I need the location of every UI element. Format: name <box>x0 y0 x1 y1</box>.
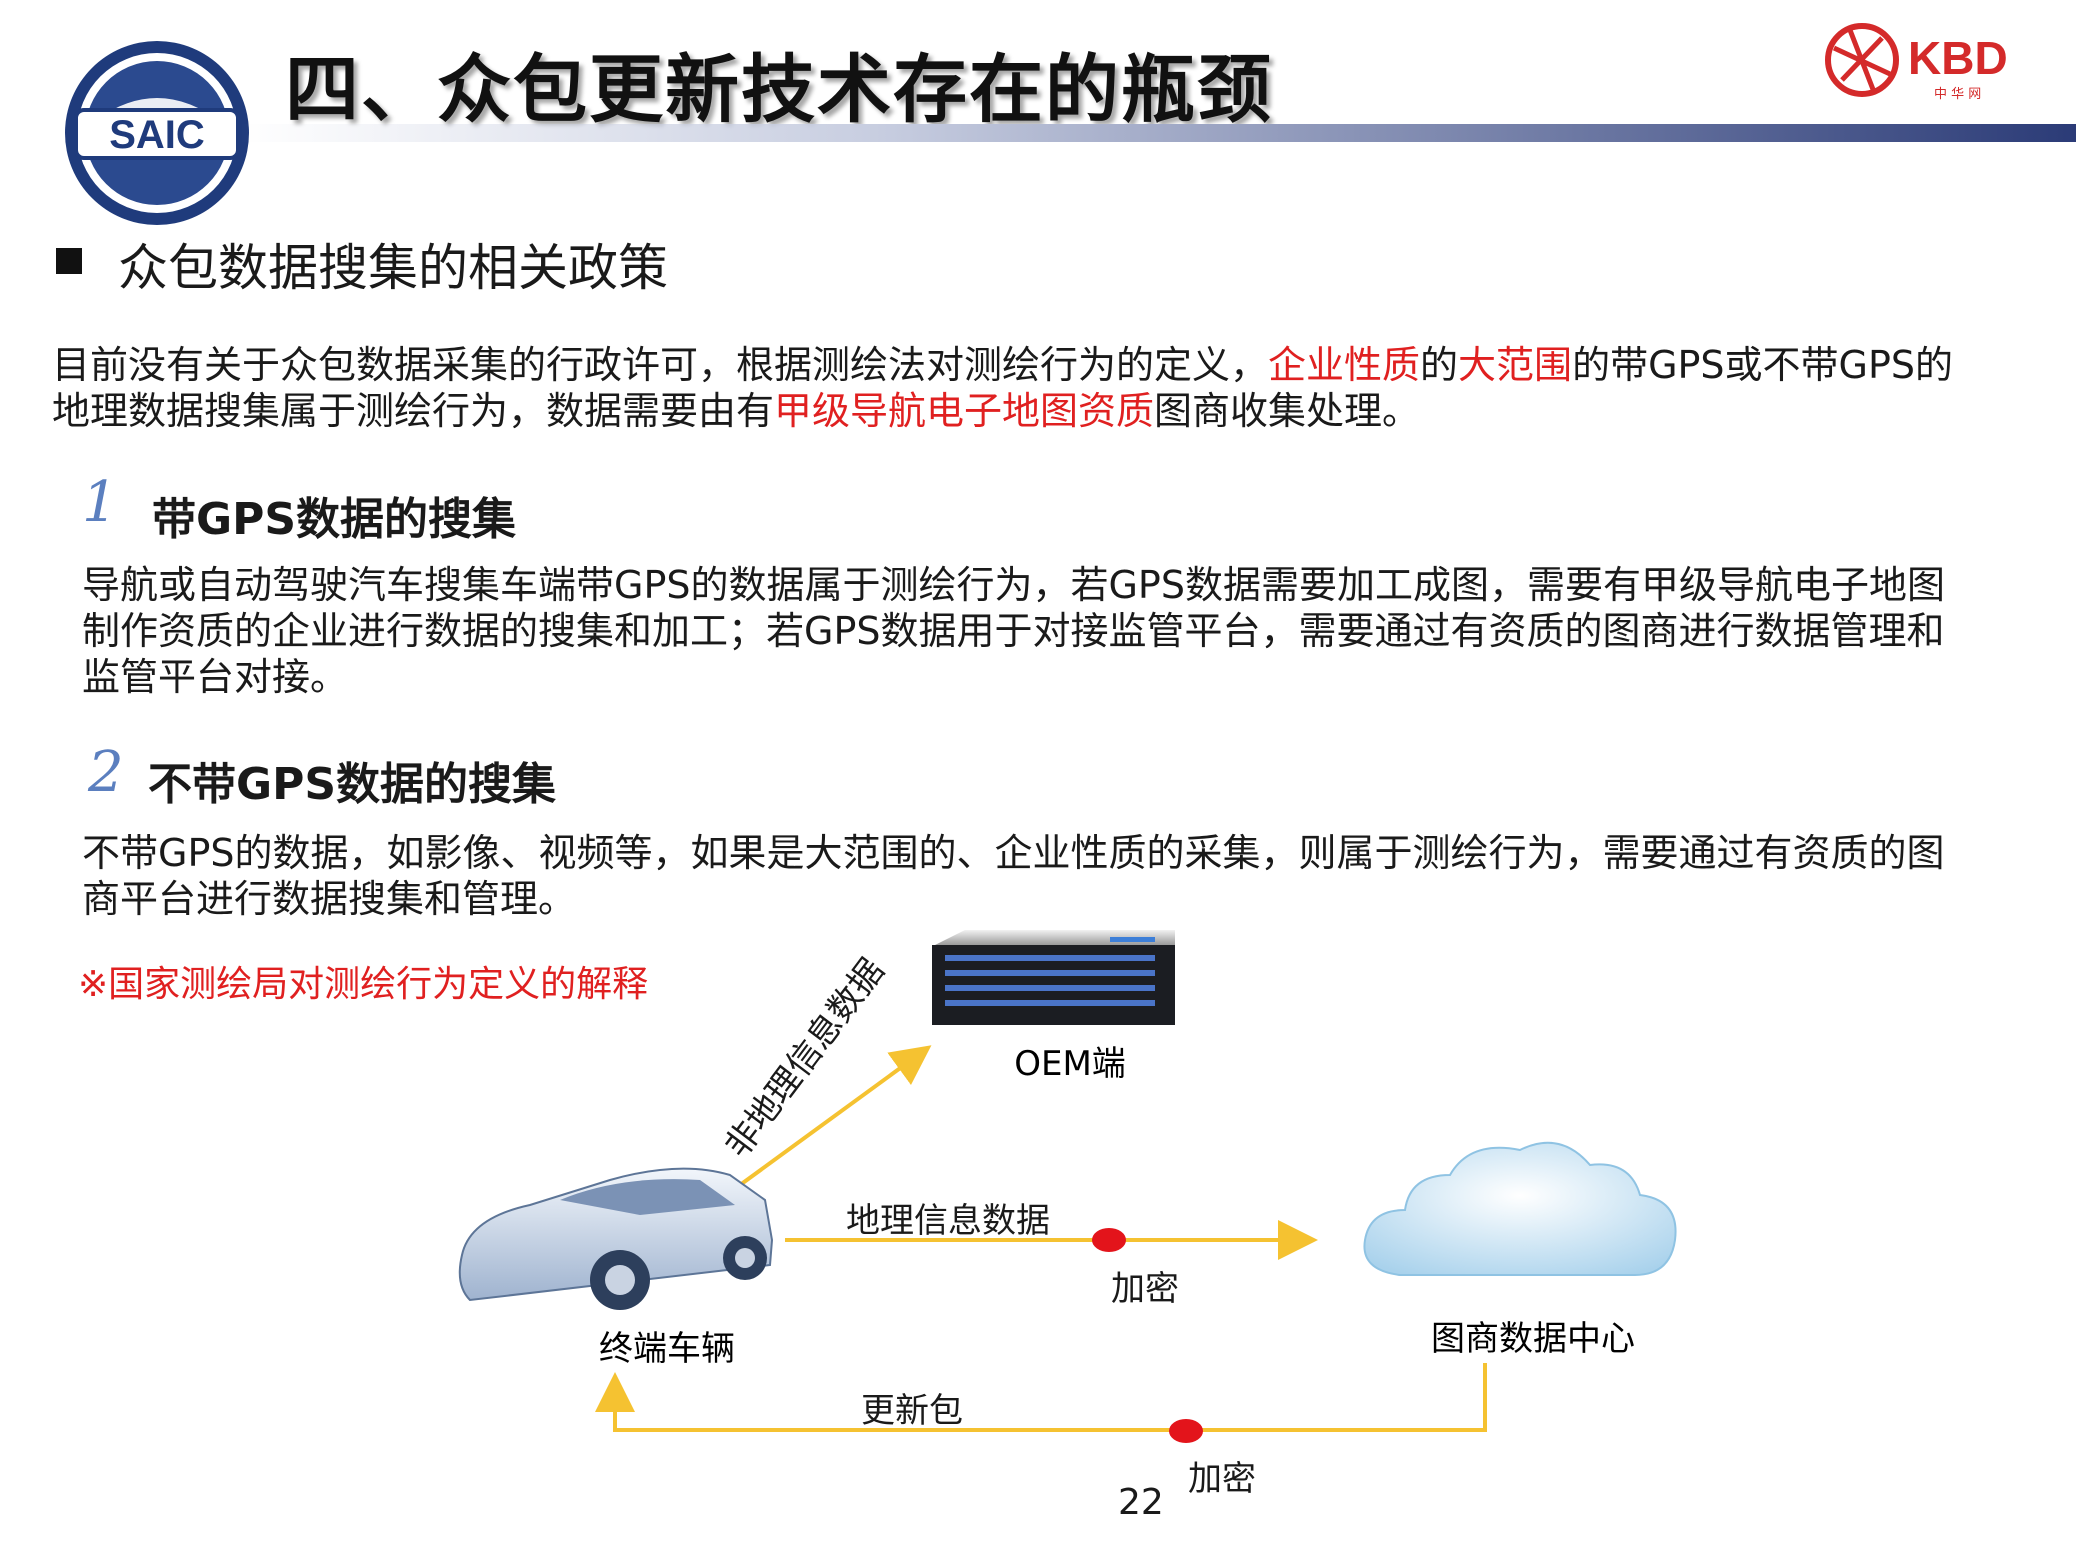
definition-note: ※国家测绘局对测绘行为定义的解释 <box>78 964 649 1005</box>
geo-data-label: 地理信息数据 <box>846 1201 1050 1241</box>
intro-highlight-large-scale: 大范围 <box>1458 343 1573 387</box>
item-2-title: 不带GPS数据的搜集 <box>148 759 557 810</box>
encrypt-dot-2 <box>1169 1419 1203 1443</box>
item-2-body: 不带GPS的数据，如影像、视频等，如果是大范围的、企业性质的采集，则属于测绘行为… <box>82 831 1945 921</box>
kbd-logo-text: KBD <box>1908 32 2008 84</box>
intro-text-4: 图商收集处理。 <box>1154 389 1421 433</box>
cloud-icon <box>1363 1141 1677 1276</box>
encrypt-label-2: 加密 <box>1188 1459 1256 1499</box>
intro-text-1: 目前没有关于众包数据采集的行政许可，根据测绘法对测绘行为的定义， <box>52 343 1269 387</box>
vehicle-label: 终端车辆 <box>599 1329 735 1369</box>
intro-highlight-enterprise: 企业性质 <box>1268 343 1421 387</box>
saic-logo-text: SAIC <box>109 113 205 157</box>
oem-label: OEM端 <box>1014 1044 1126 1084</box>
kbd-logo-subtext: 中 华 网 <box>1934 87 1981 102</box>
section-bullet <box>56 248 82 274</box>
saic-logo: SAIC <box>65 41 249 225</box>
item-1-number: 1 <box>82 470 118 535</box>
title-underline-bar <box>240 124 2076 142</box>
intro-paragraph: 目前没有关于众包数据采集的行政许可，根据测绘法对测绘行为的定义，企业性质的大范围… <box>52 342 1982 434</box>
item-1-title: 带GPS数据的搜集 <box>152 494 517 545</box>
oem-server-icon <box>932 930 1175 1025</box>
intro-text-2: 的 <box>1420 343 1459 387</box>
intro-highlight-qualification: 甲级导航电子地图资质 <box>774 389 1155 433</box>
update-package-arrow <box>595 1363 1487 1432</box>
vehicle-icon <box>458 1167 774 1310</box>
page-number: 22 <box>1118 1482 1164 1523</box>
item-1-body: 导航或自动驾驶汽车搜集车端带GPS的数据属于测绘行为，若GPS数据需要加工成图，… <box>82 563 1945 699</box>
page-title: 四、众包更新技术存在的瓶颈 <box>285 47 1273 133</box>
non-geo-data-label: 非地理信息数据 <box>717 951 892 1165</box>
cloud-label: 图商数据中心 <box>1431 1319 1635 1359</box>
non-geo-data-arrow <box>738 1045 932 1187</box>
section-title: 众包数据搜集的相关政策 <box>118 239 668 297</box>
encrypt-dot-1 <box>1092 1228 1126 1252</box>
kbd-logo: KBD 中 华 网 <box>1825 23 2008 102</box>
item-2-number: 2 <box>88 740 124 805</box>
intro-text-3: 的带GPS或不带GPS的地理数据搜集属于测绘行为，数据需要由有 <box>52 343 1954 433</box>
encrypt-label-1: 加密 <box>1111 1269 1179 1309</box>
update-package-label: 更新包 <box>861 1391 963 1431</box>
